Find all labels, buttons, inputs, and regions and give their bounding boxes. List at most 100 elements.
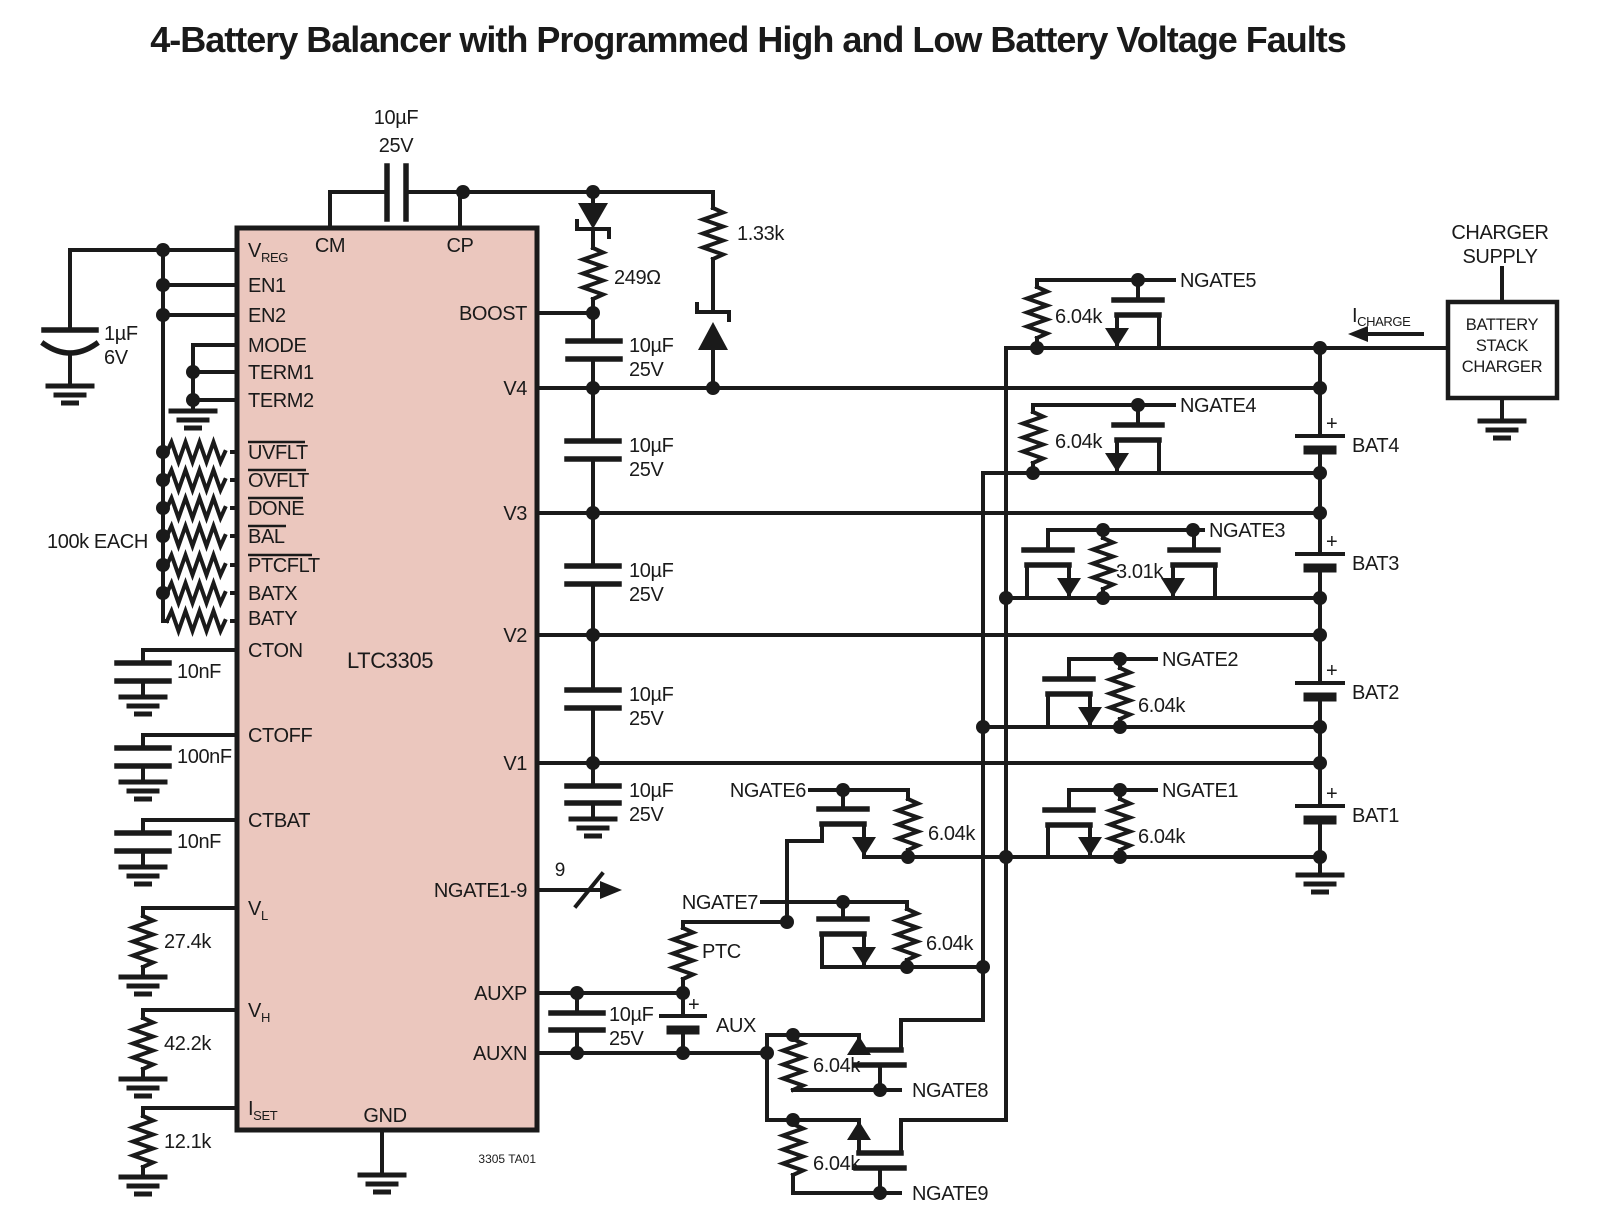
pin-ngate-bus: NGATE1-9: [434, 880, 527, 902]
pin-mode: MODE: [248, 335, 306, 357]
vreg-bias-network: 1µF 6V 100k EACH: [40, 248, 239, 633]
cm-cap-rating: 25V: [379, 135, 414, 157]
ground-symbol: [48, 386, 92, 403]
ngate9-resistor-value: 6.04k: [813, 1153, 861, 1175]
ngate1-resistor-value: 6.04k: [1138, 826, 1186, 848]
mode-term-ground: [171, 343, 239, 428]
pin-auxp: AUXP: [474, 983, 527, 1005]
pullup-note: 100k EACH: [47, 531, 148, 553]
bat2-plus: +: [1326, 660, 1337, 682]
pin-vreg: VREG: [248, 240, 288, 265]
ngate5-resistor-value: 6.04k: [1055, 306, 1103, 328]
ngate6-label: NGATE6: [730, 780, 806, 802]
mosfet-source-arrow: [852, 947, 876, 966]
boost-cap-rating: 25V: [629, 359, 664, 381]
bus-slash: [573, 871, 605, 909]
boost-resistor: [581, 246, 605, 301]
aux-label: AUX: [716, 1015, 756, 1037]
battery-stack: + + + + BAT4 BAT3 BAT2 BAT1: [1295, 346, 1400, 892]
ground-symbol: [171, 411, 215, 428]
pin-v2: V2: [503, 625, 527, 647]
mosfet-source-arrow: [847, 1036, 871, 1055]
vreg-cap-rating: 6V: [104, 347, 129, 369]
aux-cap-rating: 25V: [609, 1028, 644, 1050]
iset-resistor-value: 12.1k: [164, 1131, 212, 1153]
vreg-cap-value: 1µF: [104, 323, 138, 345]
ngate7-label: NGATE7: [682, 892, 758, 914]
pin-bal: BAL: [248, 526, 285, 548]
c21-rating: 25V: [629, 708, 664, 730]
ngate1-label: NGATE1: [1162, 780, 1238, 802]
ngate3-fets: NGATE3 3.01k: [1021, 520, 1286, 600]
c32-value: 10µF: [629, 560, 674, 582]
cton-cap-value: 10nF: [177, 661, 221, 683]
mosfet-source-arrow: [1105, 328, 1129, 347]
ptc-resistor: [671, 926, 695, 981]
ngate2-fet: NGATE2 6.04k: [1042, 649, 1239, 729]
charger-box-line2: STACK: [1476, 337, 1529, 355]
ngate6-resistor-value: 6.04k: [928, 823, 976, 845]
schottky-cathode: [575, 219, 611, 239]
ngate7-fet: NGATE7 6.04k: [682, 892, 975, 969]
pin-term2: TERM2: [248, 390, 314, 412]
pin-boost: BOOST: [459, 303, 527, 325]
ctoff-cap-value: 100nF: [177, 746, 232, 768]
pin-done: DONE: [248, 498, 304, 520]
ngate6-fet: NGATE6 6.04k: [730, 780, 977, 924]
pin-batx: BATX: [248, 583, 297, 605]
charger-box-line1: BATTERY: [1466, 316, 1539, 334]
mosfet-source-arrow: [1105, 453, 1129, 472]
aux-cap-value: 10µF: [609, 1004, 654, 1026]
c1-rating: 25V: [629, 804, 664, 826]
charger-supply-line1: CHARGER: [1451, 222, 1548, 244]
bat3-plus: +: [1326, 531, 1337, 553]
schottky-cathode: [695, 302, 731, 322]
icharge-label: ICHARGE: [1352, 305, 1411, 329]
bat2-label: BAT2: [1352, 682, 1399, 704]
charger-supply-line2: SUPPLY: [1462, 246, 1537, 268]
pin-cton: CTON: [248, 640, 303, 662]
mosfet-source-arrow: [1161, 578, 1185, 597]
ngate5-fet: NGATE5 6.04k: [1025, 270, 1257, 350]
c43-value: 10µF: [629, 435, 674, 457]
bat1-plus: +: [1326, 783, 1337, 805]
mosfet-source-arrow: [847, 1121, 871, 1140]
mosfet-source-arrow: [1078, 837, 1102, 856]
ngate8-label: NGATE8: [912, 1080, 988, 1102]
c1-value: 10µF: [629, 780, 674, 802]
ic-name: LTC3305: [347, 648, 433, 673]
balance-rail-b: [899, 471, 985, 1052]
ngate8-resistor-value: 6.04k: [813, 1055, 861, 1077]
pin-en1: EN1: [248, 275, 286, 297]
pin-ptcflt: PTCFLT: [248, 555, 320, 577]
ngate9-label: NGATE9: [912, 1183, 988, 1205]
c32-rating: 25V: [629, 584, 664, 606]
program-resistors: 27.4k 42.2k 12.1k: [121, 906, 239, 1194]
balance-rail-a: [899, 346, 1008, 1155]
schottky-diode-icon: [698, 322, 728, 350]
ic-note: 3305 TA01: [478, 1152, 536, 1166]
bus-arrow-icon: [600, 881, 622, 899]
vh-resistor-value: 42.2k: [164, 1033, 212, 1055]
balancer-network: NGATE5 6.04k NGATE4 6.04k NGATE3: [682, 270, 1322, 1205]
charger-box: [1445, 299, 1560, 401]
charge-pump-top: 10µF 25V 249Ω 10µF 25V 1.33k: [328, 107, 786, 390]
pin-cp: CP: [447, 235, 474, 257]
ngate-bus: 9: [535, 860, 622, 909]
pin-ctoff: CTOFF: [248, 725, 312, 747]
pin-baty: BATY: [248, 608, 297, 630]
bat4-plus: +: [1326, 413, 1337, 435]
pin-v4: V4: [503, 378, 527, 400]
pin-ovflt: OVFLT: [248, 470, 309, 492]
charger-box-line3: CHARGER: [1462, 358, 1543, 376]
ngate7-resistor-value: 6.04k: [926, 933, 974, 955]
ngate5-label: NGATE5: [1180, 270, 1256, 292]
ngate3-label: NGATE3: [1209, 520, 1285, 542]
mosfet-source-arrow: [1057, 578, 1081, 597]
pullup-resistors: [161, 440, 239, 633]
ngate3-resistor-value: 3.01k: [1116, 561, 1164, 583]
aux-plus: +: [688, 994, 699, 1016]
pin-term1: TERM1: [248, 362, 314, 384]
